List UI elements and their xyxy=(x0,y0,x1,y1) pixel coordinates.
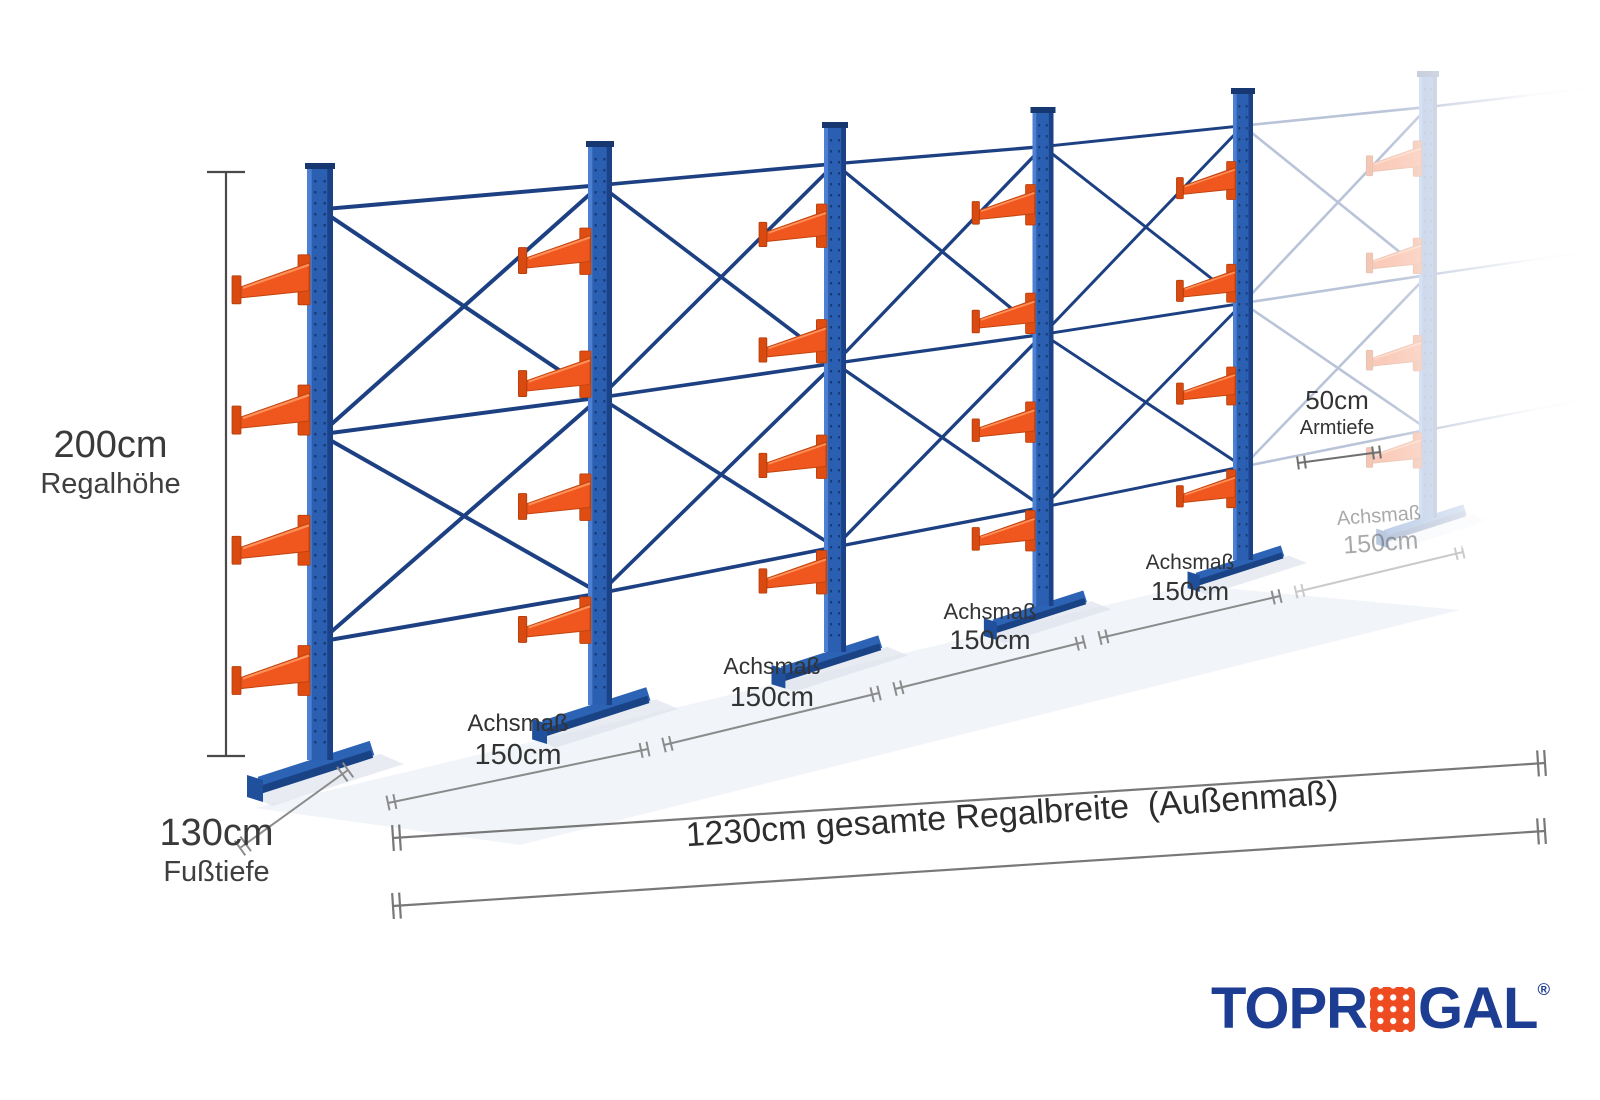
axis-spacing-dimension-4: Achsmaß 150cm xyxy=(1105,551,1275,606)
foot-depth-value: 130cm xyxy=(159,812,274,854)
background-rack-ghost xyxy=(1242,71,1593,551)
axis-spacing-2-value: 150cm xyxy=(729,681,815,713)
axis-spacing-4-label: Achsmaß xyxy=(1145,551,1235,574)
logo-text-suffix: GAL xyxy=(1418,976,1538,1041)
axis-spacing-4-value: 150cm xyxy=(1150,575,1230,606)
foot-depth-dimension: 130cm Fußtiefe xyxy=(114,812,319,889)
logo-text-prefix: TOPR xyxy=(1210,976,1368,1041)
axis-spacing-dimension-3: Achsmaß 150cm xyxy=(905,599,1075,657)
arm-depth-value: 50cm xyxy=(1305,385,1369,415)
axis-spacing-3-label: Achsmaß xyxy=(943,599,1037,624)
arm-depth-dimension: 50cm Armtiefe xyxy=(1267,385,1407,440)
logo-perforated-square-icon xyxy=(1370,986,1416,1032)
rack-height-dimension: 200cm Regalhöhe xyxy=(8,424,213,501)
axis-spacing-2-label: Achsmaß xyxy=(723,653,821,679)
axis-spacing-3-value: 150cm xyxy=(949,624,1031,655)
foot-depth-label: Fußtiefe xyxy=(163,855,270,888)
cross-bracing xyxy=(318,124,1245,644)
rack-height-value: 200cm xyxy=(53,424,168,466)
rack-height-label: Regalhöhe xyxy=(40,467,181,500)
axis-spacing-1-label: Achsmaß xyxy=(467,710,569,737)
axis-spacing-1-value: 150cm xyxy=(474,739,562,772)
cantilever-rack xyxy=(231,88,1307,806)
axis-spacing-dimension-2: Achsmaß 150cm xyxy=(687,653,857,713)
topregal-logo: TOPR GAL ® xyxy=(1140,980,1550,1038)
arm-depth-label: Armtiefe xyxy=(1299,416,1375,439)
dimension-lines xyxy=(207,170,1547,920)
logo-registered-mark: ® xyxy=(1537,980,1550,999)
axis-spacing-dimension-1: Achsmaß 150cm xyxy=(433,710,603,773)
